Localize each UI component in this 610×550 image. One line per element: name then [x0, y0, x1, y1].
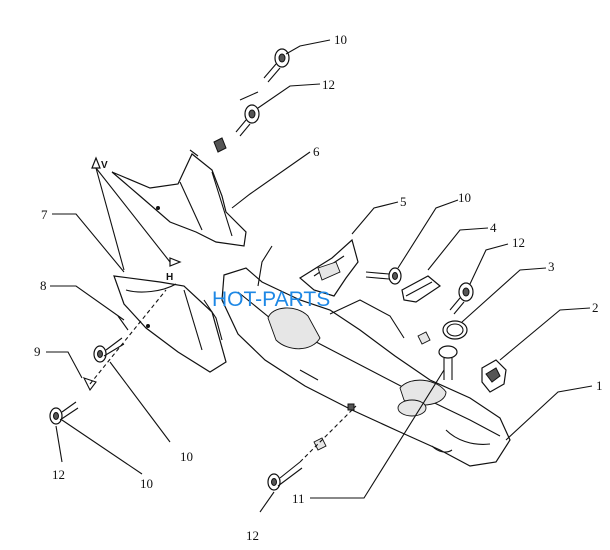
part-7-side-panel: [113, 275, 227, 373]
part-3-ring: [442, 320, 468, 340]
callout-labels: 10 12 6 7 5 10 4 12 3 2 8 9 1 10 12 10 1…: [34, 32, 603, 543]
callout-7: 7: [41, 207, 48, 222]
fastener-12-top: [235, 91, 260, 137]
fastener-left-upper: [82, 315, 129, 392]
fastener-bottom: [267, 437, 327, 491]
callout-12: 12: [52, 467, 65, 482]
part-6-front-cover: [111, 137, 247, 247]
fastener-11: [438, 345, 458, 380]
callout-3: 3: [548, 259, 555, 274]
callout-10: 10: [334, 32, 347, 47]
callout-10: 10: [458, 190, 471, 205]
fastener-12-mid: [417, 282, 474, 345]
callout-10: 10: [140, 476, 153, 491]
callout-11: 11: [292, 491, 305, 506]
callout-12: 12: [322, 77, 335, 92]
part-5-bracket: [298, 238, 359, 297]
fastener-left-lower: [49, 401, 79, 425]
marker-h: H: [166, 272, 173, 283]
marker-v: V: [101, 160, 108, 171]
leader-lines: [46, 39, 593, 513]
watermark: HOT-PARTS: [212, 288, 330, 311]
callout-12: 12: [246, 528, 259, 543]
fastener-10-mid: [365, 267, 402, 285]
callout-12: 12: [512, 235, 525, 250]
part-2-box: [481, 359, 507, 393]
callout-9: 9: [34, 344, 41, 359]
callout-2: 2: [592, 300, 599, 315]
part-1-floor-body: [221, 245, 511, 467]
part-4-clip: [401, 275, 442, 303]
callout-5: 5: [400, 194, 407, 209]
callout-4: 4: [490, 220, 497, 235]
callout-6: 6: [313, 144, 320, 159]
fastener-10-top: [263, 48, 290, 83]
callout-1: 1: [596, 378, 603, 393]
callout-8: 8: [40, 278, 47, 293]
callout-10: 10: [180, 449, 193, 464]
